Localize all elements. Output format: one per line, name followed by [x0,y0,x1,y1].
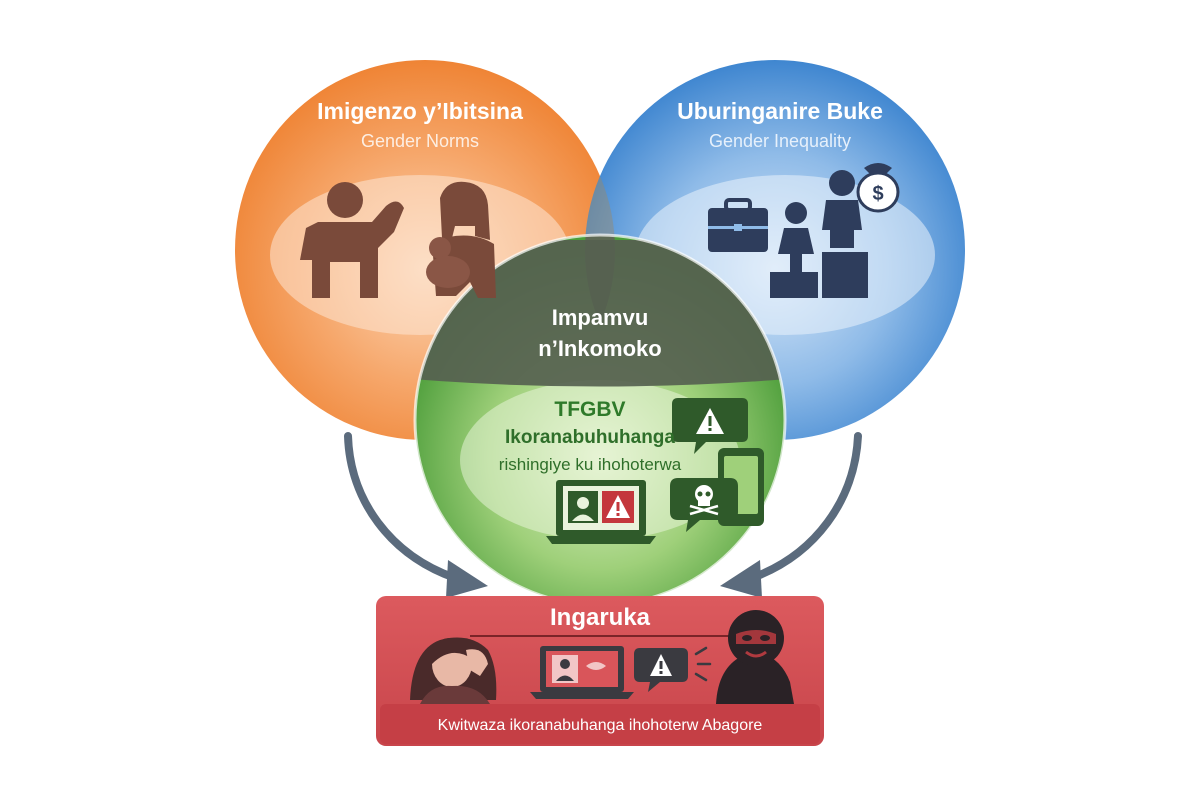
skull-chat-icon [670,478,738,532]
tfgbv-line3: rishingiye ku ihohoterwa [498,455,682,474]
mother-with-baby-icon [426,181,496,298]
laptop-harassment-icon [530,646,634,699]
man-flexing-icon [300,182,404,298]
money-bag-icon: $ [856,163,900,213]
warning-chat-icon [672,398,748,454]
gender-inequality-subtitle: Gender Inequality [708,131,852,151]
arrow-left-head [446,560,488,598]
warning-chat-icon-outcome [634,646,712,692]
tfgbv-title: TFGBV [554,398,626,421]
svg-text:$: $ [872,183,883,205]
briefcase-icon [708,198,768,252]
arrow-left [344,432,459,582]
arrow-right-head [720,560,762,598]
gender-norms-subtitle: Gender Norms [360,131,480,151]
gender-norms-title: Imigenzo y’Ibitsina [317,98,523,124]
distressed-woman-icon [410,637,497,704]
center-label-line1: Impamvu [551,305,649,330]
outcome-bottom-text: Kwitwaza ikoranabuhanga ihohoterw Abagor… [437,717,763,734]
arrows [344,432,862,598]
man-on-podium-icon [770,170,868,298]
arrow-right [748,432,862,582]
laptop-warning-icon [546,480,656,544]
tfgbv-line2: Ikoranabuhuhanga [505,427,675,448]
masked-harasser-icon [716,610,794,704]
gender-inequality-title: Uburinganire Buke [677,98,883,124]
girl-icon [778,202,814,272]
center-label-line2: n’Inkomoko [538,336,662,361]
outcome-title: Ingaruka [549,604,651,631]
